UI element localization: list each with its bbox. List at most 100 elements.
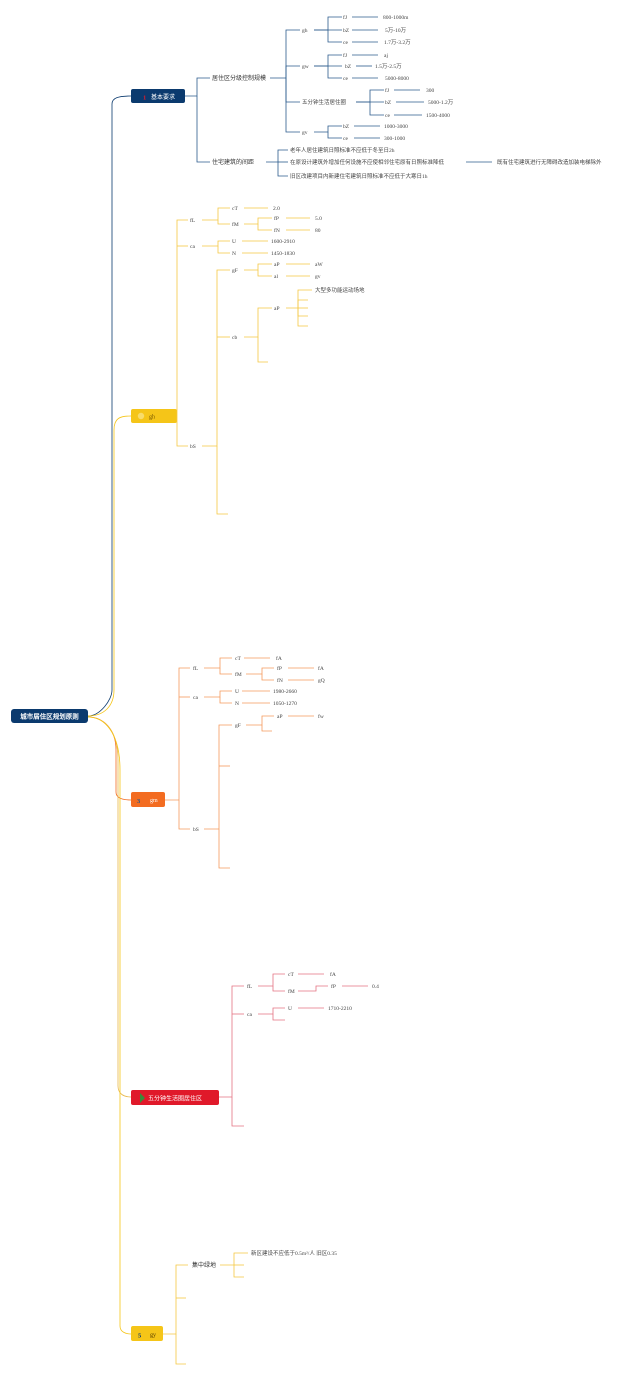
branch-4-lines <box>219 973 368 1127</box>
b1-g3b: bZ <box>385 100 392 106</box>
b2-N: N <box>232 251 236 257</box>
branch-2-title: gh <box>149 415 155 421</box>
branch-5-number: 5 <box>138 1333 142 1340</box>
b5-central-green: 集中绿地 <box>192 1261 216 1269</box>
b3-U: U <box>235 689 239 695</box>
b2-U: U <box>232 239 236 245</box>
branch-3-lines <box>165 657 314 869</box>
b1-g3a-value: 300 <box>426 88 435 94</box>
b3-aP-value: fw <box>318 713 324 720</box>
b3-fN-value: gQ <box>318 678 325 684</box>
b3-fL: fL <box>193 665 199 672</box>
branch-5-node[interactable]: 5 gy <box>131 1326 163 1341</box>
b1-g2c-value: 5000-8000 <box>385 76 409 82</box>
b3-ca: ca <box>193 695 198 701</box>
branch-1-node[interactable]: 1 基本要求 <box>131 89 185 103</box>
b1-spacing-2-exception: 既有住宅建筑进行无障碍改造加装电梯除外 <box>497 158 602 166</box>
b1-g2a: fJ <box>343 52 348 59</box>
b3-bS: bS <box>193 827 199 833</box>
b4-fP-value: 0.4 <box>372 984 379 990</box>
b1-g4b-value: 300-1000 <box>384 136 405 142</box>
b1-g1a: fJ <box>343 14 348 21</box>
branch-4: 五分钟生活圈居住区 fL cT fA fM fP 0.4 ca U 1710-2… <box>131 971 379 1127</box>
b2-fL: fL <box>190 217 196 224</box>
b1-building-spacing: 住宅建筑的间距 <box>212 158 254 166</box>
b1-spacing-2: 在原设计建筑外增加任何设施不应使相邻住宅原有日照标准降低 <box>290 158 445 166</box>
b1-g1c-value: 1.7万-3.2万 <box>384 39 411 46</box>
b1-g2c: ce <box>343 76 348 82</box>
b4-cT-value: fA <box>330 971 336 978</box>
b2-aP2-value: 大型多功能运动场地 <box>315 286 365 294</box>
b1-g2b-value: 1.5万-2.5万 <box>375 63 402 70</box>
b1-g1: gh <box>302 28 308 34</box>
b4-cT: cT <box>288 972 294 978</box>
b3-cT-value: fA <box>276 655 282 662</box>
root-label: 城市居住区规划原则 <box>20 712 79 721</box>
b1-g1a-value: 800-1000m <box>383 15 409 21</box>
b2-cT-value: 2.0 <box>273 206 280 212</box>
root-node[interactable]: 城市居住区规划原则 <box>11 709 88 723</box>
b2-aP: aP <box>274 262 280 268</box>
b1-g3b-value: 5000-1.2万 <box>428 99 454 106</box>
b2-cb: cb <box>232 335 237 341</box>
b1-g3c-value: 1500-4000 <box>426 113 450 119</box>
branch-2-lines <box>176 207 312 515</box>
b5-central-green-value: 新区建设不应低于0.5m²/人 旧区0.35 <box>251 1249 337 1257</box>
branch-4-title: 五分钟生活圈居住区 <box>148 1095 202 1103</box>
branch-3-number: 3 <box>137 798 141 805</box>
branch-1-lines <box>185 16 492 177</box>
b4-U-value: 1710-2210 <box>328 1006 352 1012</box>
b1-g4b: ce <box>343 136 348 142</box>
trunk-connectors <box>87 95 132 1335</box>
b1-g2a-value: aj <box>384 53 388 59</box>
branch-5-lines <box>163 1252 248 1365</box>
branch-5: 5 gy 集中绿地 新区建设不应低于0.5m²/人 旧区0.35 <box>131 1249 337 1365</box>
b1-g4a: bZ <box>343 124 350 130</box>
b2-ca: ca <box>190 244 195 250</box>
b2-fM: fM <box>232 221 239 228</box>
b1-g4: gv <box>302 130 308 136</box>
branch-1-number: 1 <box>143 95 146 102</box>
b2-bS: bS <box>190 444 196 450</box>
branch-2-node[interactable]: gh <box>131 409 177 423</box>
b2-fP: fP <box>274 215 279 222</box>
b2-U-value: 1600-2910 <box>271 239 295 245</box>
branch-3-title: gm <box>150 798 158 804</box>
branch-5-title: gy <box>150 1333 156 1339</box>
b2-al: al <box>274 274 278 280</box>
leaf-icon <box>140 1093 145 1103</box>
b4-fL: fL <box>247 983 253 990</box>
b3-N: N <box>235 701 239 707</box>
b1-g1b-value: 5万-10万 <box>385 27 407 34</box>
b2-aP-value: aW <box>315 262 323 268</box>
b4-U: U <box>288 1006 292 1012</box>
b3-fP-value: fA <box>318 665 324 672</box>
b2-aP2: aP <box>274 306 280 312</box>
b3-fP: fP <box>277 665 282 672</box>
b3-N-value: 1050-1270 <box>273 701 297 707</box>
b2-cT: cT <box>232 206 238 212</box>
branch-2: gh <box>131 206 365 515</box>
branch-3-node[interactable]: 3 gm <box>131 792 165 807</box>
b1-g1b: bZ <box>343 28 350 34</box>
b2-N-value: 1450-1830 <box>271 251 295 257</box>
b2-al-value: gv <box>315 274 321 280</box>
b2-fN-value: 80 <box>315 228 321 234</box>
b4-fM: fM <box>288 988 295 995</box>
b3-cT: cT <box>235 656 241 662</box>
b1-g3a: fJ <box>385 87 390 94</box>
b2-gF: gF <box>232 268 238 274</box>
b1-g1c: ce <box>343 40 348 46</box>
b3-fN: fN <box>277 677 283 684</box>
b3-gF: gF <box>235 723 241 729</box>
branch-4-node[interactable]: 五分钟生活圈居住区 <box>131 1090 219 1105</box>
b1-scale-control: 居住区分级控制规模 <box>212 74 266 82</box>
b1-spacing-3: 旧区改建项目内新建住宅建筑日照标准不应低于大寒日1h <box>290 172 428 180</box>
b2-fP-value: 5.0 <box>315 216 322 222</box>
branch-1: 1 基本要求 <box>131 14 602 180</box>
b4-fP: fP <box>331 983 336 990</box>
b1-spacing-1: 老年人居住建筑日照标准不应低于冬至日2h <box>290 146 395 154</box>
b3-U-value: 1980-2660 <box>273 689 297 695</box>
